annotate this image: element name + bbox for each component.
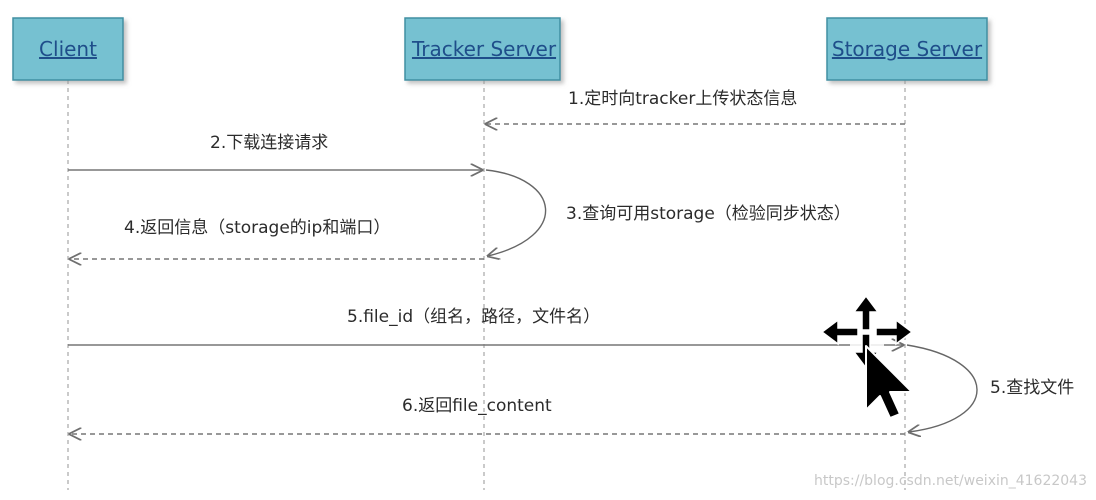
message-3-label: 3.查询可用storage（检验同步状态） [566, 204, 851, 224]
tracker-actor: Tracker Server [404, 17, 561, 81]
arrow-pointer-icon [865, 345, 913, 419]
tracker-label: Tracker Server [411, 37, 557, 61]
message-5-label: 5.file_id（组名，路径，文件名） [347, 307, 600, 327]
message-1-label: 1.定时向tracker上传状态信息 [568, 89, 797, 109]
message-5b-self-arrow [906, 344, 978, 432]
storage-label: Storage Server [832, 37, 983, 61]
message-3-self-arrow [486, 169, 547, 256]
message-5b-label: 5.查找文件 [990, 378, 1074, 398]
message-2-label: 2.下载连接请求 [210, 133, 328, 153]
watermark: https://blog.csdn.net/weixin_41622043 [814, 473, 1087, 489]
client-label: Client [39, 37, 97, 61]
client-actor: Client [12, 17, 124, 81]
message-4-label: 4.返回信息（storage的ip和端口） [124, 218, 390, 238]
storage-actor: Storage Server [826, 17, 988, 81]
message-6-label: 6.返回file_content [402, 396, 552, 416]
